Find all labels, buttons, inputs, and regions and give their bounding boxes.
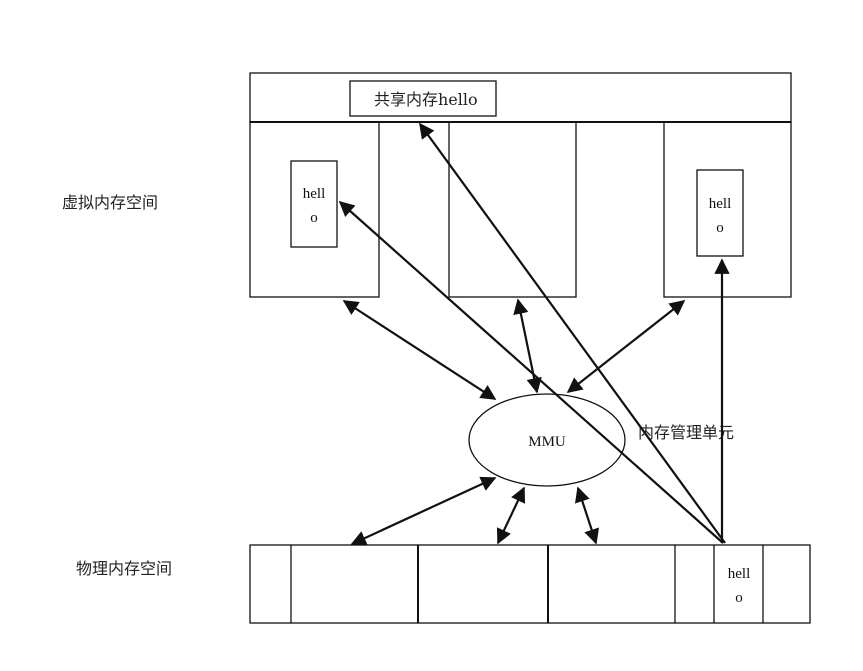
hello-block-left-line2: o — [310, 210, 318, 226]
arrow-mmu-physical-1 — [350, 476, 497, 546]
physical-space-label: 物理内存空间 — [76, 559, 172, 578]
arrow-right-process-mmu — [566, 300, 686, 393]
mmu-ellipse — [468, 393, 626, 487]
shared-region-frame — [249, 72, 792, 123]
arrow-mmu-physical-3 — [574, 486, 600, 545]
shared-memory-box — [349, 80, 497, 117]
mmu-description: 内存管理单元 — [638, 423, 734, 442]
arrow-left-process-mmu — [342, 300, 497, 400]
virtual-process-box-right — [663, 121, 792, 298]
virtual-space-label: 虚拟内存空间 — [62, 193, 158, 212]
hello-block-physical-line2: o — [735, 590, 743, 606]
physical-memory-frame — [249, 544, 811, 624]
hello-block-right-line1: hell — [709, 196, 732, 212]
virtual-process-box-left — [249, 121, 380, 298]
hello-block-left — [290, 160, 338, 248]
mmu-label: MMU — [528, 434, 566, 450]
hello-block-left-line1: hell — [303, 186, 326, 202]
arrow-mmu-physical-2 — [496, 486, 526, 545]
arrow-middle-process-mmu — [513, 298, 542, 394]
arrow-physical-hello-to-shared — [419, 122, 726, 544]
virtual-process-box-middle — [448, 121, 577, 298]
hello-block-right-line2: o — [716, 220, 724, 236]
shared-memory-label: 共享内存hello — [374, 90, 478, 109]
hello-block-right — [696, 169, 744, 257]
arrow-physical-hello-to-left-hello — [338, 200, 724, 544]
hello-block-physical-line1: hell — [728, 566, 751, 582]
